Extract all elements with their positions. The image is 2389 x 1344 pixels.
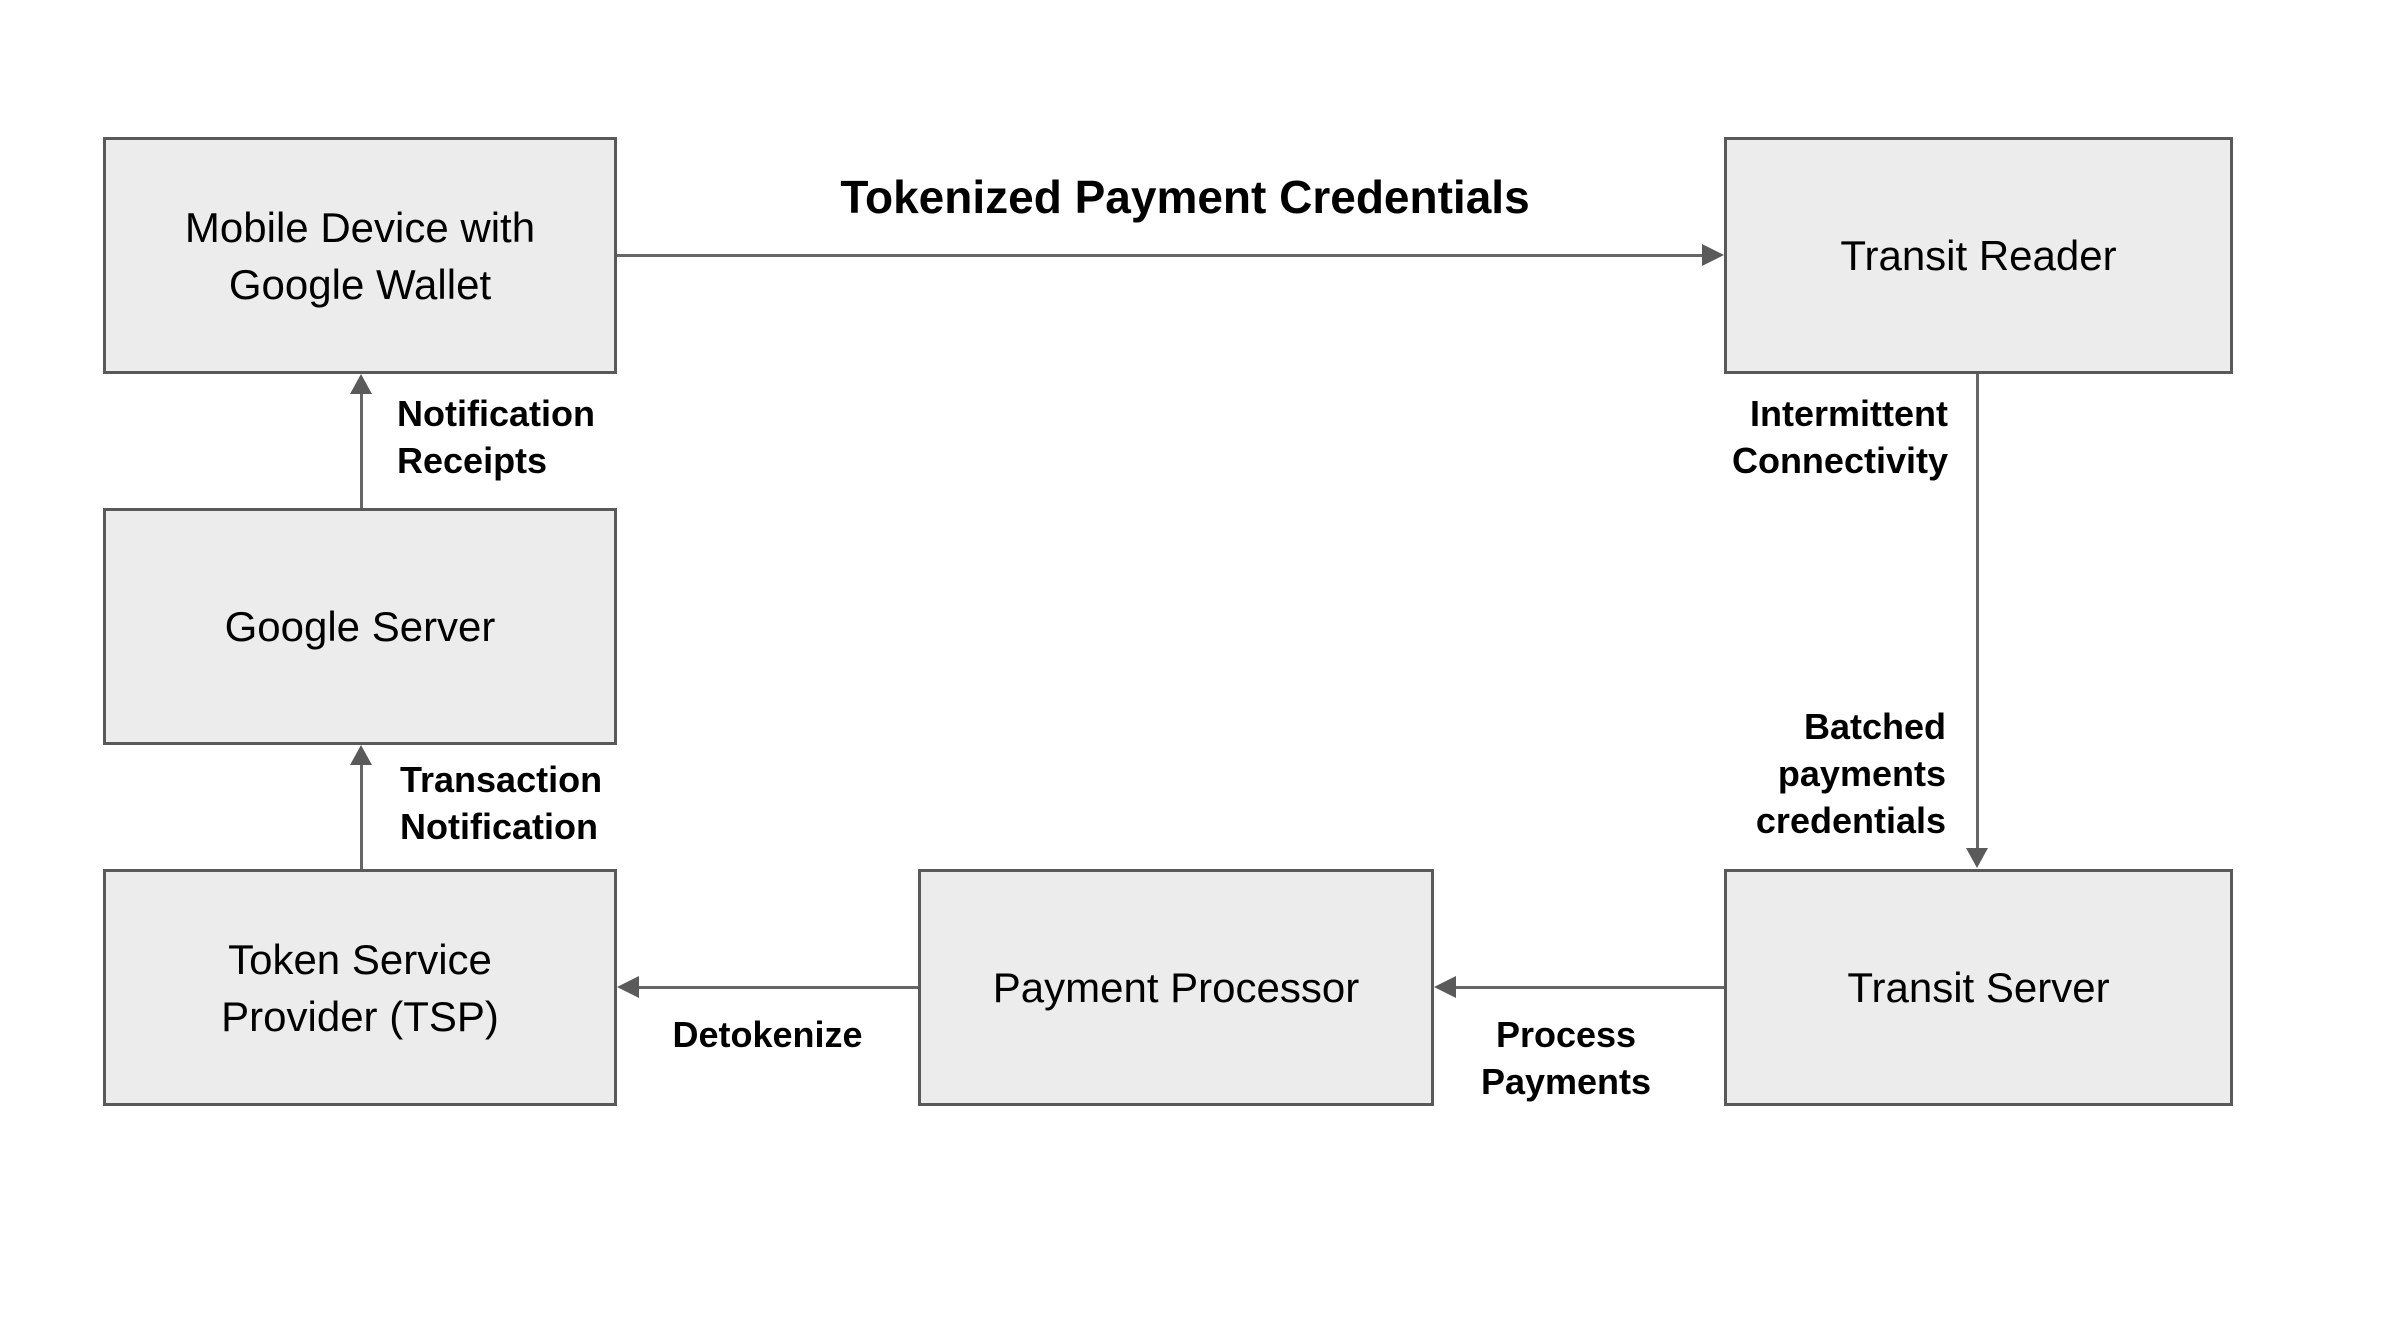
arrowhead-up-icon xyxy=(350,374,372,394)
edge-label-transaction-notification: Transaction Notification xyxy=(400,759,603,847)
node-mobile-device-google-wallet: Mobile Device with Google Wallet xyxy=(103,137,617,374)
node-google-server-label: Google Server xyxy=(224,603,496,650)
node-payment-processor: Payment Processor xyxy=(918,869,1434,1106)
arrowhead-down-icon xyxy=(1966,848,1988,868)
edge-label-process-payments: Process Payments xyxy=(1480,1014,1652,1102)
node-transit-reader: Transit Reader xyxy=(1724,137,2233,374)
edge-label-notification-receipts: Notification Receipts xyxy=(397,393,595,481)
node-transit-server: Transit Server xyxy=(1724,869,2233,1106)
arrow-line-detokenize xyxy=(639,986,918,989)
arrow-line-transaction-notification xyxy=(360,765,363,869)
arrow-line-notification-receipts xyxy=(360,394,363,508)
edge-label-tokenized-payment-credentials: Tokenized Payment Credentials xyxy=(840,171,1530,223)
edge-label-intermittent-connectivity: Intermittent Connectivity xyxy=(1731,393,1948,481)
arrow-line-tokenized-credentials xyxy=(617,254,1702,257)
node-token-service-provider: Token Service Provider (TSP) xyxy=(103,869,617,1106)
edge-label-batched-payments-credentials: Batched payments credentials xyxy=(1755,706,1946,841)
node-transit-reader-label: Transit Reader xyxy=(1840,232,2117,279)
arrowhead-right-icon xyxy=(1702,244,1724,266)
node-payment-processor-label: Payment Processor xyxy=(992,964,1360,1011)
arrowhead-up-icon xyxy=(350,745,372,765)
arrowhead-left-icon xyxy=(617,976,639,998)
node-transit-server-label: Transit Server xyxy=(1847,964,2110,1011)
arrow-line-reader-to-server xyxy=(1976,374,1979,848)
node-mobile-device-label: Mobile Device with Google Wallet xyxy=(184,203,536,308)
arrowhead-left-icon xyxy=(1434,976,1456,998)
edge-label-detokenize: Detokenize xyxy=(672,1014,863,1055)
arrow-line-process-payments xyxy=(1456,986,1724,989)
node-google-server: Google Server xyxy=(103,508,617,745)
node-token-service-provider-label: Token Service Provider (TSP) xyxy=(221,935,499,1040)
